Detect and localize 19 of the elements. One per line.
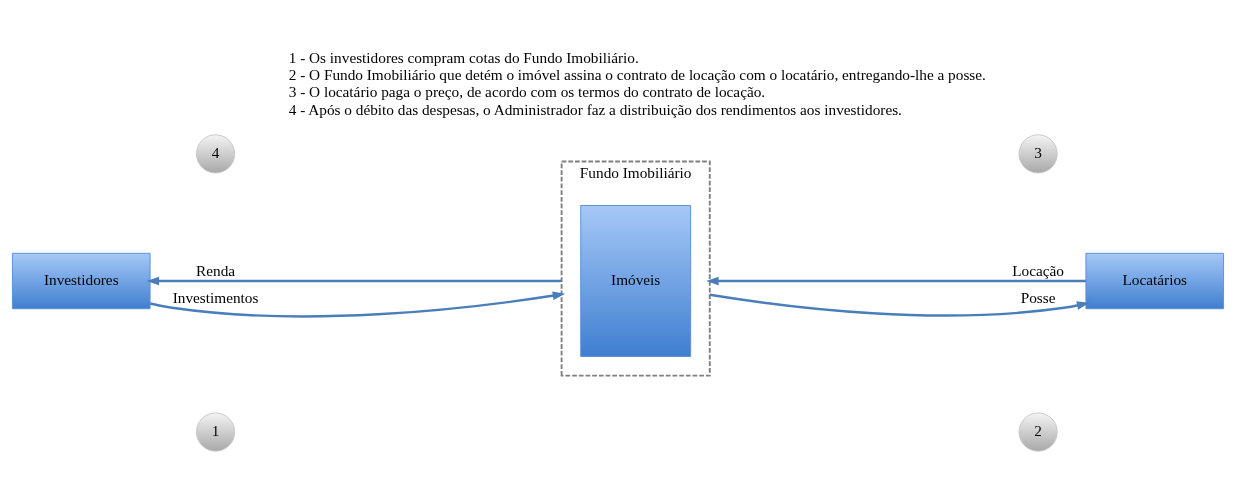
edge-label: Investimentos — [172, 288, 259, 306]
label: 2 - O Fundo Imobiliário que detém o imóvel assina o contrato de locação com o locatário, entregando-lhe a posse. — [288, 65, 986, 83]
node-circle: 4 — [195, 133, 236, 173]
node-circle: 2 — [1018, 411, 1058, 452]
node-box: Investidores — [11, 252, 151, 309]
label: 1 - Os investidores compram cotas do Fundo Imobiliário. — [288, 48, 639, 66]
arrow — [709, 293, 1090, 317]
edge-label: Locação — [1012, 261, 1064, 279]
arrow — [146, 276, 562, 285]
label: 4 - Após o débito das despesas, o Administrador faz a distribuição dos rendimentos aos investidores. — [288, 100, 902, 117]
node-box: Locatários — [1085, 252, 1225, 309]
arrow — [706, 276, 1086, 285]
node-circle: 3 — [1018, 133, 1058, 173]
arrow — [149, 290, 566, 318]
edge-label: Posse — [1020, 288, 1056, 306]
node-circle: 1 — [195, 411, 236, 452]
node-box: Imóveis — [580, 204, 692, 357]
edge-label: Renda — [196, 261, 236, 279]
label: 3 - O locatário paga o preço, de acordo com os termos do contrato de locação. — [288, 82, 766, 100]
